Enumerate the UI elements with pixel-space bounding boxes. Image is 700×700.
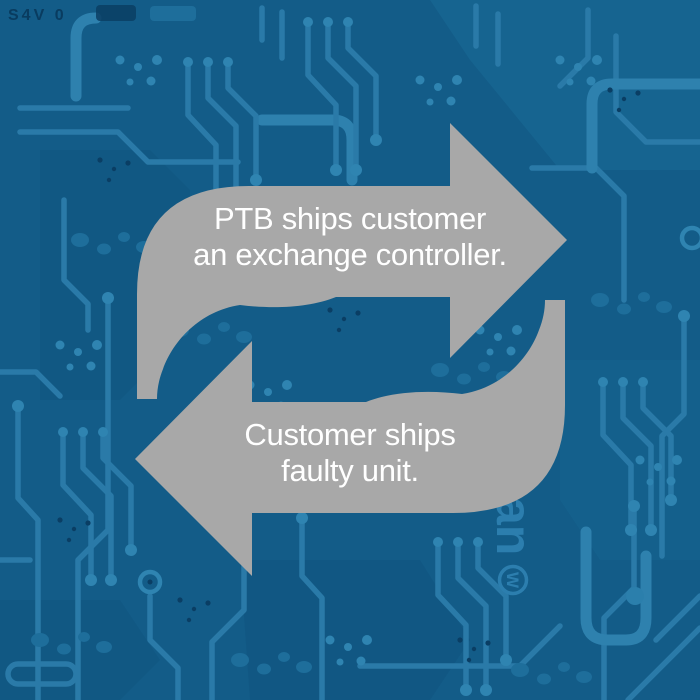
bottom-arrow-label-line1: Customer ships [244,417,456,452]
silkscreen-logo-circle [497,564,529,596]
bottom-arrow-left-icon [135,300,565,576]
silkscreen-logo-letter: W [503,572,522,589]
board-thick-traces [70,12,700,646]
bottom-arrow-label: Customer ships faulty unit. [0,417,700,489]
silkscreen-label: S4V 0 [8,7,67,24]
board-traces [0,3,700,700]
top-arrow-right-icon [137,123,567,399]
top-arrow-label: PTB ships customer an exchange controlle… [0,201,700,273]
top-arrow-label-line1: PTB ships customer [214,201,486,236]
board-detail-clusters [12,5,700,696]
bottom-arrow-label-line2: faulty unit. [281,453,419,488]
top-arrow-label-line2: an exchange controller. [193,237,507,272]
